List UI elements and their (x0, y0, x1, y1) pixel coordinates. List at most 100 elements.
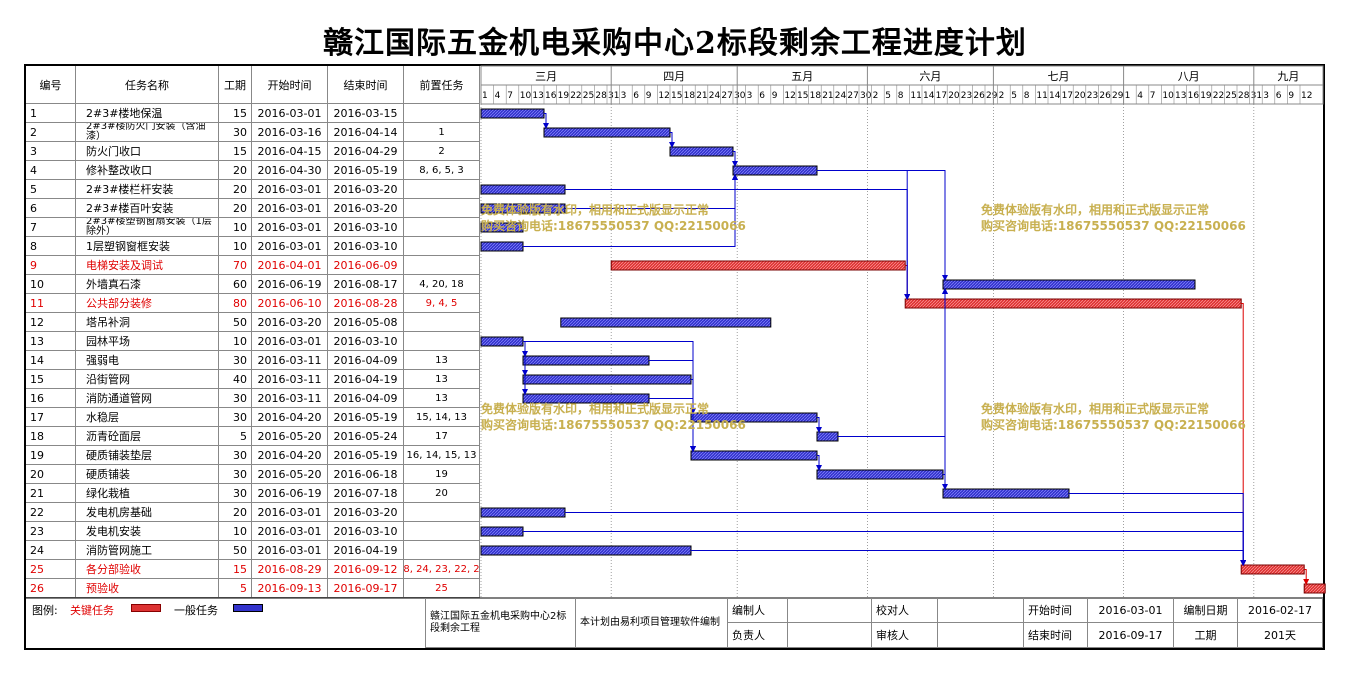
col-header-end: 结束时间 (328, 66, 404, 104)
task-end-cell: 2016-09-12 (328, 560, 404, 579)
col-header-pred: 前置任务 (404, 66, 480, 104)
footer-reviewer-label: 审核人 (872, 623, 938, 648)
task-duration-cell: 50 (219, 541, 252, 560)
task-bar (942, 279, 1196, 290)
day-tick-label: 24 (835, 91, 847, 101)
critical-task-bar (1240, 564, 1305, 575)
day-tick-label: 30 (734, 91, 746, 101)
day-tick-label: 9 (772, 91, 778, 101)
task-start-cell: 2016-04-20 (252, 446, 328, 465)
day-tick-label: 18 (810, 91, 822, 101)
task-pred-cell (404, 503, 480, 522)
footer-start-label: 开始时间 (1024, 598, 1088, 623)
footer-start-value: 2016-03-01 (1088, 598, 1174, 623)
dependency-link (1240, 303, 1247, 566)
watermark-line1: 免费体验版有水印，相用和正式版显示正常 (981, 202, 1209, 217)
day-tick-label: 3 (747, 91, 753, 101)
day-tick-label: 6 (759, 91, 765, 101)
task-id-cell: 10 (26, 275, 76, 294)
task-end-cell: 2016-04-29 (328, 142, 404, 161)
task-id-cell: 4 (26, 161, 76, 180)
day-tick-label: 6 (1276, 91, 1282, 101)
watermark-line2: 购买咨询电话:18675550537 QQ:22150066 (481, 417, 746, 432)
task-pred-cell: 15, 14, 13 (404, 408, 480, 427)
day-tick-label: 28 (595, 91, 607, 101)
day-tick-label: 28 (1238, 91, 1250, 101)
task-end-cell: 2016-05-08 (328, 313, 404, 332)
task-bar (732, 165, 818, 176)
day-tick-label: 27 (721, 91, 732, 101)
task-duration-cell: 20 (219, 503, 252, 522)
footer-duration-value: 201天 (1238, 623, 1323, 648)
day-tick-label: 21 (822, 91, 833, 101)
dependency-link (1303, 569, 1310, 585)
col-header-duration: 工期 (219, 66, 252, 104)
critical-task-bar (610, 260, 906, 271)
task-id-cell: 1 (26, 104, 76, 123)
task-name-cell: 2#3#楼栏杆安装 (76, 180, 219, 199)
day-tick-label: 31 (1251, 91, 1262, 101)
dependency-link (942, 474, 948, 490)
task-start-cell: 2016-03-01 (252, 503, 328, 522)
dependency-link (543, 113, 549, 129)
day-tick-label: 10 (520, 91, 532, 101)
day-tick-label: 7 (1150, 91, 1156, 101)
task-bar (522, 374, 692, 385)
footer-date-value: 2016-02-17 (1238, 598, 1323, 623)
task-name-cell: 发电机安装 (76, 522, 219, 541)
task-id-cell: 9 (26, 256, 76, 275)
task-start-cell: 2016-03-01 (252, 237, 328, 256)
task-name-cell: 硬质铺装 (76, 465, 219, 484)
dependency-link (523, 341, 696, 452)
day-tick-label: 1 (482, 91, 488, 101)
task-duration-cell: 50 (219, 313, 252, 332)
day-tick-label: 11 (1036, 91, 1047, 101)
footer-end-label: 结束时间 (1024, 623, 1088, 648)
task-end-cell: 2016-03-20 (328, 503, 404, 522)
task-name-cell: 绿化栽植 (76, 484, 219, 503)
day-tick-label: 10 (1162, 91, 1174, 101)
col-header-start: 开始时间 (252, 66, 328, 104)
dependency-link (522, 341, 528, 395)
task-start-cell: 2016-04-01 (252, 256, 328, 275)
task-pred-cell: 13 (404, 351, 480, 370)
task-id-cell: 15 (26, 370, 76, 389)
task-id-cell: 6 (26, 199, 76, 218)
task-pred-cell: 9, 4, 5 (404, 294, 480, 313)
task-id-cell: 25 (26, 560, 76, 579)
day-tick-label: 9 (1288, 91, 1294, 101)
task-id-cell: 5 (26, 180, 76, 199)
task-duration-cell: 10 (219, 237, 252, 256)
watermark-line1: 免费体验版有水印，相用和正式版显示正常 (981, 401, 1209, 416)
task-duration-cell: 20 (219, 180, 252, 199)
task-start-cell: 2016-03-11 (252, 389, 328, 408)
task-end-cell: 2016-08-17 (328, 275, 404, 294)
day-tick-label: 11 (910, 91, 921, 101)
task-pred-cell: 8, 24, 23, 22, 2 (404, 560, 480, 579)
task-id-cell: 3 (26, 142, 76, 161)
watermark-line1: 免费体验版有水印，相用和正式版显示正常 (481, 401, 709, 416)
task-end-cell: 2016-06-09 (328, 256, 404, 275)
legend-normal-swatch (233, 604, 263, 612)
task-pred-cell: 13 (404, 370, 480, 389)
task-duration-cell: 80 (219, 294, 252, 313)
task-start-cell: 2016-03-20 (252, 313, 328, 332)
task-end-cell: 2016-03-20 (328, 180, 404, 199)
task-pred-cell: 19 (404, 465, 480, 484)
task-start-cell: 2016-06-10 (252, 294, 328, 313)
task-id-cell: 21 (26, 484, 76, 503)
dependency-link (565, 174, 738, 190)
task-bar (480, 108, 545, 119)
day-tick-label: 21 (696, 91, 707, 101)
task-id-cell: 17 (26, 408, 76, 427)
day-tick-label: 29 (986, 91, 998, 101)
day-tick-label: 20 (948, 91, 960, 101)
footer-date-label: 编制日期 (1174, 598, 1238, 623)
task-duration-cell: 15 (219, 104, 252, 123)
task-id-cell: 20 (26, 465, 76, 484)
task-duration-cell: 30 (219, 123, 252, 142)
task-end-cell: 2016-05-19 (328, 161, 404, 180)
task-start-cell: 2016-03-01 (252, 522, 328, 541)
task-pred-cell (404, 313, 480, 332)
task-bar (942, 488, 1070, 499)
